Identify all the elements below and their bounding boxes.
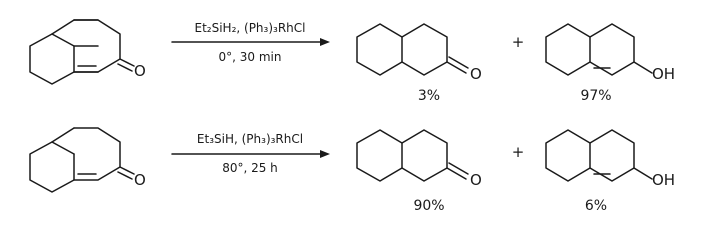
ring-bonds-left xyxy=(29,33,75,85)
reaction-row-1: O Et₂SiH₂, (Ph₃)₃RhCl 0°, 30 min O + OH … xyxy=(29,19,675,104)
arrow-head xyxy=(320,38,330,46)
conditions-label: 80°, 25 h xyxy=(222,161,278,175)
oxygen-label: O xyxy=(470,171,482,189)
alcohol-yield: 97% xyxy=(580,88,611,104)
oxygen-label: O xyxy=(134,62,146,80)
product-alcohol-1: OH xyxy=(545,23,675,83)
product-ketone-2: O xyxy=(356,129,482,189)
arrow-head xyxy=(320,150,330,158)
carbonyl-bond xyxy=(446,167,467,180)
ketone-yield: 90% xyxy=(413,198,444,214)
hydroxyl-bond xyxy=(633,167,653,180)
reagent-label: Et₃SiH, (Ph₃)₃RhCl xyxy=(197,132,303,146)
reaction-arrow-2: Et₃SiH, (Ph₃)₃RhCl 80°, 25 h xyxy=(171,132,330,175)
conditions-label: 0°, 30 min xyxy=(219,50,282,64)
reaction-scheme: O Et₂SiH₂, (Ph₃)₃RhCl 0°, 30 min O + OH … xyxy=(29,19,675,214)
plus-sign: + xyxy=(512,33,525,51)
reaction-row-2: O Et₃SiH, (Ph₃)₃RhCl 80°, 25 h O + OH 90… xyxy=(29,127,675,214)
product-alcohol-2: OH xyxy=(545,129,675,189)
ketone-yield: 3% xyxy=(418,88,440,104)
carbonyl-bond xyxy=(446,61,467,74)
product-ketone-1: O xyxy=(356,23,482,83)
oxygen-label: O xyxy=(470,65,482,83)
ring-bonds xyxy=(73,19,121,73)
carbonyl-bond xyxy=(119,166,135,175)
starting-enone-1: O xyxy=(29,19,146,85)
oxygen-label: O xyxy=(134,171,146,189)
reagent-label: Et₂SiH₂, (Ph₃)₃RhCl xyxy=(195,21,306,35)
hydroxyl-label: OH xyxy=(652,65,675,83)
hydroxyl-bond xyxy=(633,61,653,74)
alcohol-yield: 6% xyxy=(585,198,607,214)
carbonyl-bond xyxy=(119,58,135,67)
reaction-arrow-1: Et₂SiH₂, (Ph₃)₃RhCl 0°, 30 min xyxy=(171,21,330,64)
plus-sign: + xyxy=(512,143,525,161)
starting-enone-2: O xyxy=(29,127,146,193)
hydroxyl-label: OH xyxy=(652,171,675,189)
